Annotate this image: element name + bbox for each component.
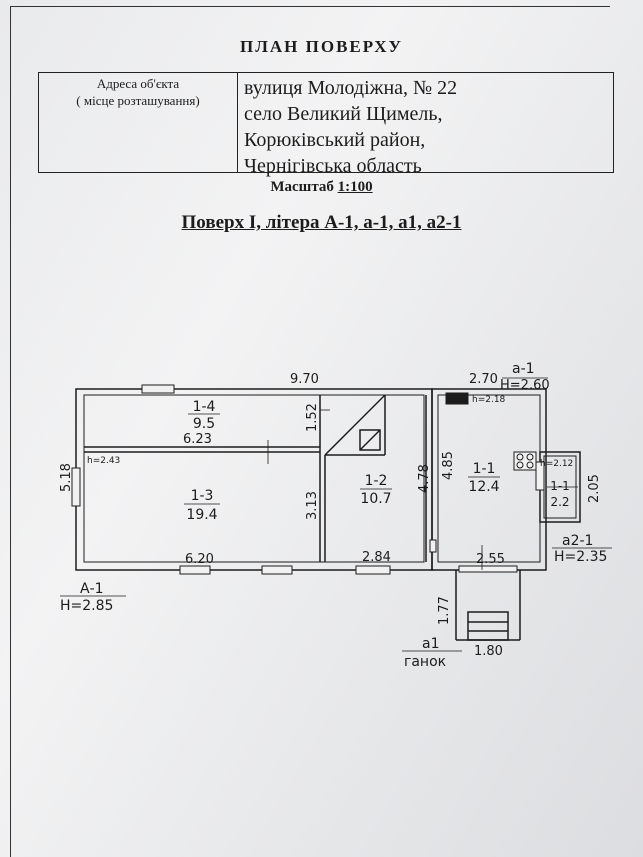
burner-icon [526, 461, 534, 469]
room-id: 1-1 [550, 479, 570, 493]
room-id: 1-3 [191, 488, 214, 504]
stove-box [359, 429, 381, 451]
window [261, 565, 293, 575]
height-labels: h=2.43 h=2.18 h=2.12 [87, 395, 573, 469]
annex-a1-height: H=2.60 [500, 378, 550, 393]
address-value-cell: вулиця Молодіжна, № 22 село Великий Щиме… [238, 73, 613, 177]
dim-1-77: 1.77 [437, 596, 452, 625]
stove-burners-icon [513, 451, 537, 471]
address-label-cell: Адреса об'єкта ( місце розташування) [39, 73, 238, 172]
room-area: 9.5 [193, 416, 215, 432]
address-line: село Великий Щимель, [244, 103, 443, 125]
address-line: Чернігівська область [244, 155, 422, 177]
house-inner-outline [83, 394, 425, 563]
stove-diagonal [324, 394, 386, 456]
dimension-labels: 9.70 6.23 6.20 2.84 2.70 2.55 1.80 5.18 … [59, 372, 602, 659]
dim-2-55: 2.55 [476, 552, 505, 567]
address-label-line2: ( місце розташування) [76, 93, 200, 108]
height-1-1: h=2.18 [472, 395, 506, 405]
annex-labels: а-1 H=2.60 А-1 H=2.85 а2-1 H=2.35 а1 ган… [60, 361, 607, 670]
windows [71, 384, 545, 575]
scale-line: Масштаб 1:100 [0, 179, 643, 196]
radiator-icon [445, 392, 469, 405]
annex-a2-label: а2-1 [562, 533, 593, 549]
scale-label: Масштаб [270, 179, 334, 195]
address-label-line1: Адреса об'єкта [96, 76, 180, 91]
dim-4-85: 4.85 [441, 451, 456, 480]
scale-value: 1:100 [337, 179, 373, 195]
dim-1-3-length: 6.20 [185, 552, 214, 567]
page-frame [10, 6, 641, 857]
address-table: Адреса об'єкта ( місце розташування) вул… [38, 72, 614, 177]
dim-2-70: 2.70 [469, 372, 498, 387]
room-id: 1-2 [365, 473, 388, 489]
dim-1-2-length: 2.84 [362, 550, 391, 565]
dim-1-80: 1.80 [474, 644, 503, 659]
height-a2: h=2.12 [540, 459, 573, 469]
porch-label: а1 [422, 636, 440, 652]
page-title: ПЛАН ПОВЕРХУ [240, 37, 403, 56]
dim-total-width: 9.70 [290, 372, 319, 387]
door [458, 565, 518, 573]
window [71, 467, 81, 507]
plan-walls [75, 388, 581, 641]
dimension-lines [60, 377, 612, 652]
burner-icon [526, 453, 534, 461]
main-building-label: А-1 [80, 581, 104, 597]
fixtures [445, 392, 537, 471]
address-line: Корюківський район, [244, 129, 426, 151]
main-building-height: H=2.85 [60, 598, 113, 614]
porch-caption: ганок [404, 654, 446, 670]
window [141, 384, 175, 394]
page-frame-top [10, 6, 610, 7]
room-area: 10.7 [360, 491, 391, 507]
window [355, 565, 391, 575]
address-line: вулиця Молодіжна, № 22 [244, 77, 458, 99]
floor-title: Поверх І, літера А-1, а-1, а1, а2-1 [181, 212, 462, 233]
window [179, 565, 211, 575]
height-1-3: h=2.43 [87, 456, 120, 466]
burner-icon [516, 461, 524, 469]
window [535, 461, 545, 491]
room-area: 2.2 [550, 495, 569, 509]
room-labels: 1-4 9.5 1-3 19.4 1-2 10.7 1-1 12.4 1-1 2… [184, 399, 570, 523]
room-id: 1-1 [473, 461, 496, 477]
dim-4-78: 4.78 [417, 464, 432, 493]
annex-a2-height: H=2.35 [554, 549, 607, 565]
burner-icon [516, 453, 524, 461]
room-area: 19.4 [186, 507, 217, 523]
room-area: 12.4 [468, 479, 499, 495]
room-id: 1-4 [193, 399, 216, 415]
door [429, 539, 437, 553]
dim-3-13: 3.13 [305, 491, 320, 520]
porch-steps [467, 611, 509, 641]
dim-left-depth: 5.18 [59, 463, 74, 492]
annex-a1-label: а-1 [512, 361, 535, 377]
stove-box-diagonal [359, 429, 381, 451]
dim-2-05: 2.05 [587, 474, 602, 503]
dim-1-4-length: 6.23 [183, 432, 212, 447]
dim-1-52: 1.52 [305, 403, 320, 432]
